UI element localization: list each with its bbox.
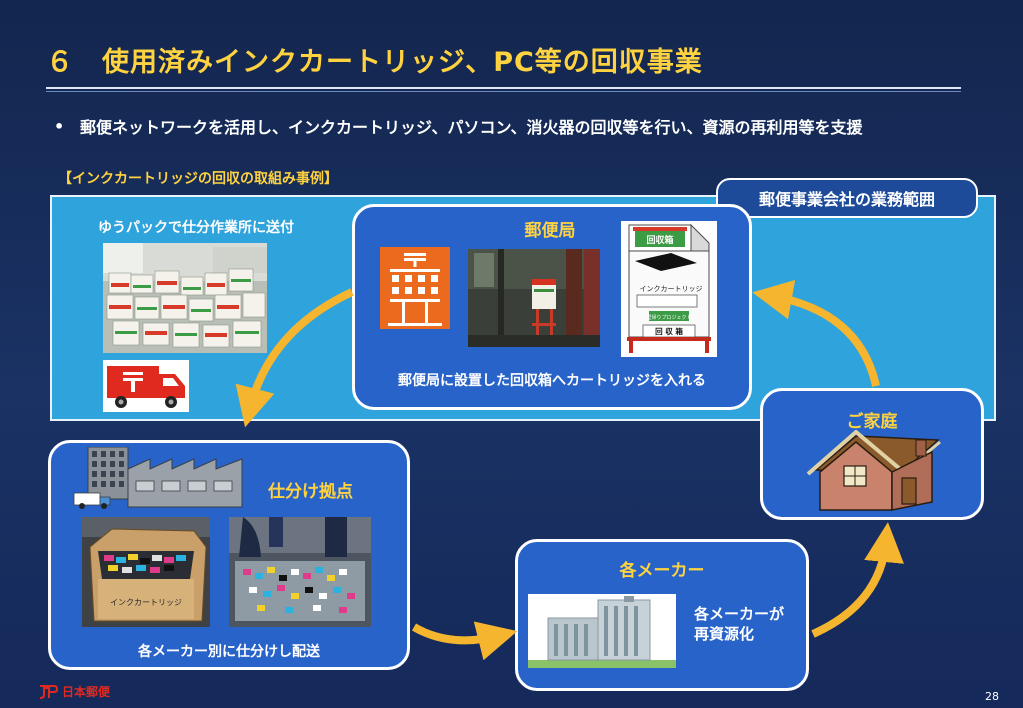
warehouse-boxes-photo — [103, 243, 267, 353]
maker-description: 各メーカーが 再資源化 — [694, 604, 784, 644]
sorting-workers-photo — [229, 517, 371, 627]
post-office-building-icon — [380, 247, 450, 329]
post-office-title: 郵便局 — [524, 221, 576, 241]
title-divider — [46, 87, 961, 89]
maker-description-line2: 再資源化 — [694, 625, 755, 643]
bin-cartridge-label: インクカートリッジ — [640, 285, 703, 293]
arrow-maker-to-home — [811, 522, 904, 638]
bin-front-label: 回 収 箱 — [655, 326, 683, 336]
subheading: 【インクカートリッジの回収の取組み事例】 — [58, 171, 338, 187]
collection-bin-illustration: 回収箱 インクカートリッジ 里帰りプロジェクト 回 収 箱 — [621, 221, 717, 357]
bullet-text: 郵便ネットワークを活用し、インクカートリッジ、パソコン、消火器の回収等を行い、資… — [80, 118, 863, 137]
sorting-caption: 各メーカー別に仕分けし配送 — [138, 644, 320, 660]
box-label: インクカートリッジ — [110, 598, 182, 607]
home-title: ご家庭 — [846, 412, 898, 432]
sorted-cartridges-box-photo: インクカートリッジ — [82, 517, 210, 627]
slide-title: ６ 使用済みインクカートリッジ、PC等の回収事業 — [46, 47, 703, 78]
page-number: 28 — [985, 690, 999, 703]
sorting-center-title: 仕分け拠点 — [268, 482, 353, 502]
bullet-marker: • — [54, 117, 65, 136]
bin-project-label: 里帰りプロジェクト — [646, 314, 691, 321]
postal-truck-icon — [103, 360, 189, 412]
factory-building-icon — [73, 447, 243, 509]
title-divider-thin — [46, 91, 961, 92]
office-building-icon — [528, 594, 676, 668]
business-scope-label: 郵便事業会社の業務範囲 — [716, 178, 978, 218]
japan-post-logo: 日本郵便 — [38, 683, 110, 700]
post-office-caption: 郵便局に設置した回収箱へカートリッジを入れる — [398, 373, 706, 389]
yupack-label: ゆうパックで仕分作業所に送付 — [98, 220, 294, 236]
jp-post-mark-icon — [39, 684, 58, 699]
logo-text: 日本郵便 — [62, 685, 111, 699]
house-icon — [806, 430, 941, 511]
collection-box-photo — [468, 249, 600, 347]
bin-top-label: 回収箱 — [646, 234, 673, 246]
arrow-sorting-to-maker — [411, 621, 518, 661]
maker-title: 各メーカー — [619, 561, 705, 581]
maker-description-line1: 各メーカーが — [694, 605, 785, 623]
